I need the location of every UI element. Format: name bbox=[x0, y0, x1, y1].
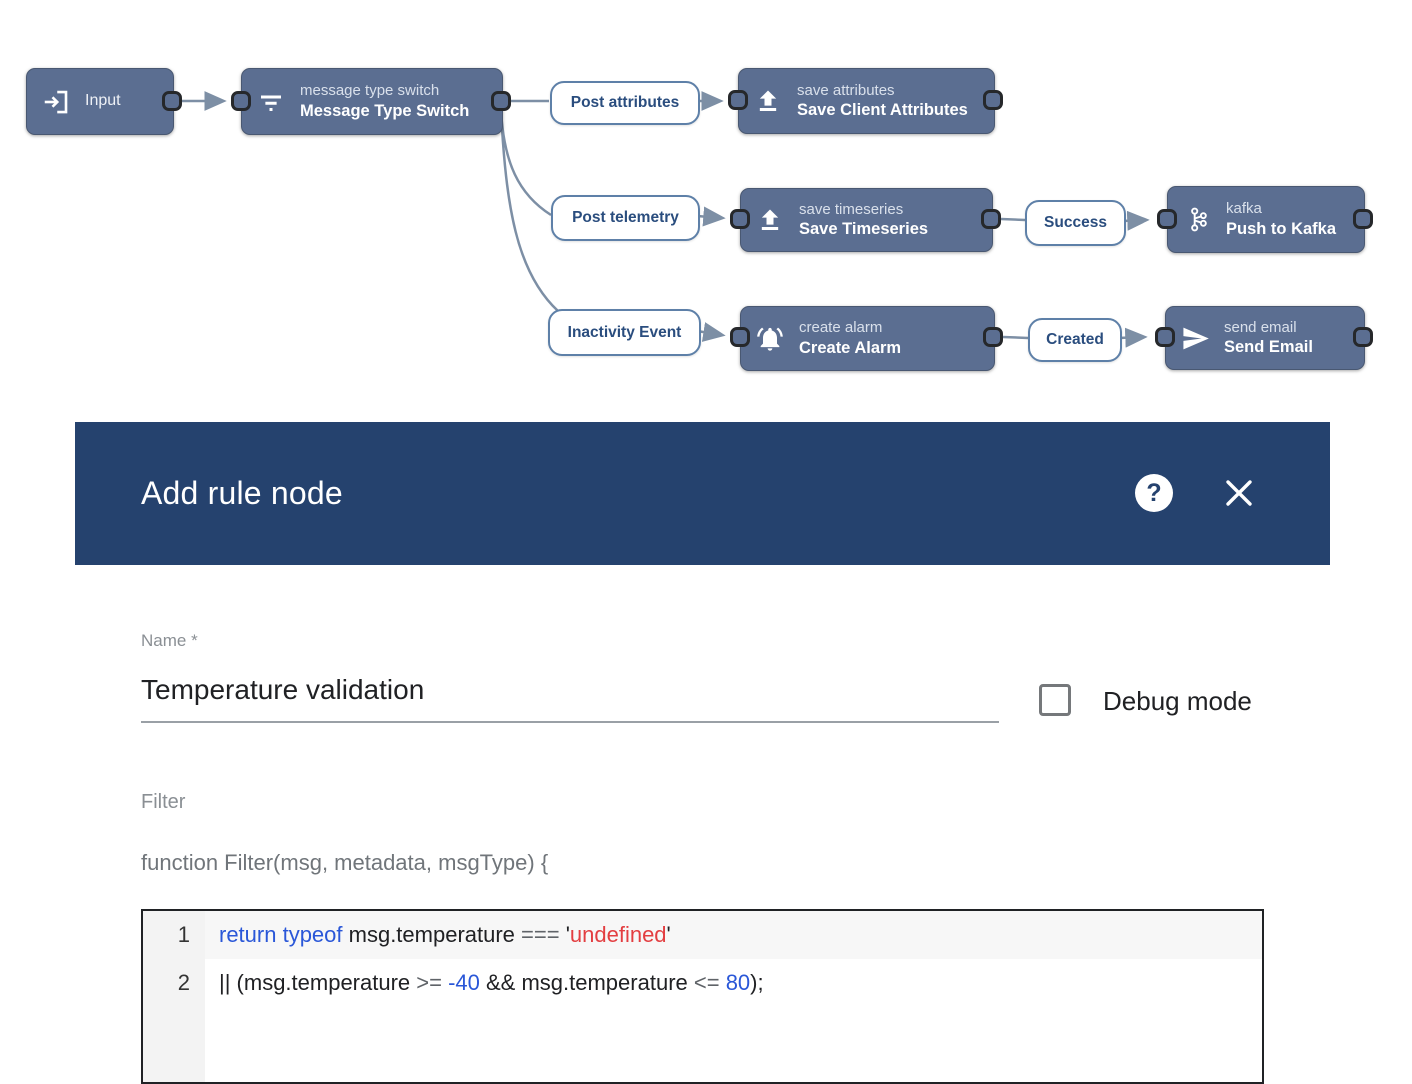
endpoint-send-email-in[interactable] bbox=[1155, 327, 1175, 347]
code-text[interactable]: || (msg.temperature >= -40 && msg.temper… bbox=[219, 970, 764, 995]
endpoint-input-out[interactable] bbox=[162, 91, 182, 111]
node-type-label: create alarm bbox=[799, 319, 883, 337]
node-name-label: Push to Kafka bbox=[1226, 219, 1337, 238]
endpoint-create-alarm-out[interactable] bbox=[983, 327, 1003, 347]
endpoint-switch-out[interactable] bbox=[491, 91, 511, 111]
send-icon bbox=[1166, 324, 1224, 353]
debug-mode-label: Debug mode bbox=[1103, 686, 1252, 716]
code-line[interactable]: 1 return typeof msg.temperature === 'und… bbox=[143, 911, 1262, 959]
kafka-icon bbox=[1168, 206, 1226, 233]
close-button[interactable] bbox=[1221, 475, 1257, 511]
endpoint-kafka-out[interactable] bbox=[1353, 209, 1373, 229]
endpoint-kafka-in[interactable] bbox=[1157, 209, 1177, 229]
link-label-post-telemetry[interactable]: Post telemetry bbox=[551, 195, 700, 241]
line-number: 2 bbox=[143, 959, 205, 1007]
endpoint-save-attributes-out[interactable] bbox=[983, 90, 1003, 110]
node-type-label: send email bbox=[1224, 318, 1297, 336]
line-number: 1 bbox=[143, 911, 205, 959]
node-name-label: Save Client Attributes bbox=[797, 101, 968, 120]
node-input-label: Input bbox=[85, 92, 121, 110]
code-line[interactable]: 2 || (msg.temperature >= -40 && msg.temp… bbox=[143, 959, 1262, 1007]
help-button[interactable]: ? bbox=[1135, 474, 1173, 512]
node-name-label: Create Alarm bbox=[799, 338, 902, 357]
bell-icon bbox=[741, 325, 799, 353]
dialog-title: Add rule node bbox=[141, 475, 343, 511]
link-label-post-attributes[interactable]: Post attributes bbox=[550, 81, 700, 125]
upload-icon bbox=[741, 206, 799, 234]
node-type-label: save timeseries bbox=[799, 200, 904, 218]
node-save-timeseries[interactable]: save timeseries Save Timeseries bbox=[740, 188, 993, 252]
debug-mode-checkbox[interactable] bbox=[1039, 684, 1071, 716]
node-name-label: Send Email bbox=[1224, 338, 1313, 357]
gutter bbox=[143, 1007, 205, 1082]
code-text[interactable]: return typeof msg.temperature === 'undef… bbox=[205, 911, 1262, 959]
node-push-to-kafka[interactable]: kafka Push to Kafka bbox=[1167, 186, 1365, 253]
close-icon bbox=[1226, 480, 1252, 506]
node-create-alarm[interactable]: create alarm Create Alarm bbox=[740, 306, 995, 371]
node-name-label: Message Type Switch bbox=[300, 101, 470, 120]
question-mark-icon: ? bbox=[1146, 478, 1162, 507]
link-label-success[interactable]: Success bbox=[1025, 200, 1126, 246]
rule-chain-canvas[interactable]: Input message type switch Message Type S… bbox=[0, 0, 1412, 410]
editor-empty-area[interactable] bbox=[143, 1007, 1262, 1082]
node-type-label: save attributes bbox=[797, 81, 895, 99]
endpoint-send-email-out[interactable] bbox=[1353, 327, 1373, 347]
filter-icon bbox=[242, 87, 300, 117]
node-save-client-attributes[interactable]: save attributes Save Client Attributes bbox=[738, 68, 995, 134]
script-code-editor[interactable]: 1 return typeof msg.temperature === 'und… bbox=[141, 909, 1264, 1084]
dialog-header: Add rule node bbox=[75, 422, 1330, 565]
endpoint-save-attributes-in[interactable] bbox=[728, 90, 748, 110]
node-input[interactable]: Input bbox=[26, 68, 174, 135]
name-input[interactable]: Temperature validation bbox=[141, 674, 425, 705]
code-area[interactable] bbox=[205, 1007, 1262, 1082]
node-type-label: kafka bbox=[1226, 200, 1262, 218]
name-input-underline bbox=[141, 721, 999, 723]
filter-section-label: Filter bbox=[141, 791, 186, 813]
node-send-email[interactable]: send email Send Email bbox=[1165, 306, 1365, 370]
link-label-inactivity-event[interactable]: Inactivity Event bbox=[548, 309, 701, 356]
node-name-label: Save Timeseries bbox=[799, 220, 929, 239]
upload-icon bbox=[739, 87, 797, 115]
name-field-label: Name * bbox=[141, 631, 198, 650]
endpoint-create-alarm-in[interactable] bbox=[730, 327, 750, 347]
node-message-type-switch[interactable]: message type switch Message Type Switch bbox=[241, 68, 503, 135]
endpoint-switch-in[interactable] bbox=[231, 91, 251, 111]
link-label-created[interactable]: Created bbox=[1028, 318, 1122, 362]
endpoint-save-timeseries-out[interactable] bbox=[981, 209, 1001, 229]
endpoint-save-timeseries-in[interactable] bbox=[730, 209, 750, 229]
login-icon bbox=[27, 87, 85, 117]
function-signature: function Filter(msg, metadata, msgType) … bbox=[141, 850, 549, 875]
node-type-label: message type switch bbox=[300, 82, 440, 100]
